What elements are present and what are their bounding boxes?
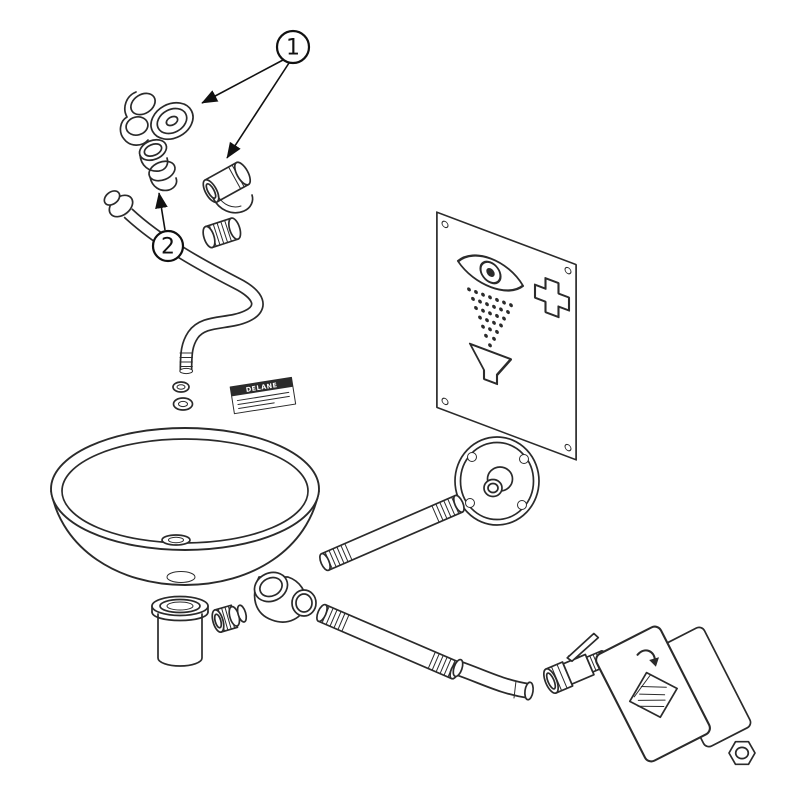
coupling-nut — [211, 604, 248, 633]
street-elbow-fitting — [253, 571, 317, 623]
screw-hole-icon — [564, 443, 572, 452]
cross-icon — [533, 277, 571, 319]
callout-2-number: 2 — [161, 235, 175, 260]
lock-nut — [172, 397, 194, 411]
screw-hole-icon — [519, 454, 529, 464]
water-droplets-icon — [467, 287, 513, 348]
wall-flange — [454, 436, 540, 526]
callout-2: 2 — [151, 192, 185, 263]
screw-hole-icon — [465, 498, 475, 508]
washer — [172, 381, 190, 393]
bowl-drain — [161, 534, 191, 546]
spray-outlet-fitting — [202, 161, 254, 214]
eyewash-sign — [436, 211, 577, 461]
pipe-nipple-upper — [319, 494, 465, 572]
screw-hole-icon — [564, 266, 572, 275]
spray-head-assembly — [119, 91, 194, 146]
hex-nut — [728, 740, 756, 766]
callout-1: 1 — [201, 29, 311, 159]
product-label: DELANE — [229, 376, 297, 415]
instruction-card — [595, 625, 711, 763]
sign-plate — [436, 211, 577, 461]
flange-nut — [103, 190, 134, 218]
fountain-head-icon — [468, 342, 513, 386]
pipe-nipple-lower — [316, 603, 462, 680]
callout-1-number: 1 — [286, 36, 300, 61]
drain-tailpiece — [151, 595, 209, 667]
elbow-90-pipe — [452, 658, 534, 701]
threaded-cap — [202, 217, 242, 249]
eye-icon — [456, 254, 525, 292]
screw-hole-icon — [467, 452, 477, 462]
valve-handle — [566, 632, 600, 663]
screw-hole-icon — [441, 220, 449, 229]
drain-boss — [166, 571, 196, 583]
supply-bend-pipe — [103, 190, 264, 375]
eyewash-bowl — [50, 427, 320, 586]
screw-hole-icon — [517, 500, 527, 510]
dust-cover-caps — [138, 138, 178, 192]
read-instructions-icon — [628, 649, 678, 719]
screw-hole-icon — [441, 397, 449, 406]
